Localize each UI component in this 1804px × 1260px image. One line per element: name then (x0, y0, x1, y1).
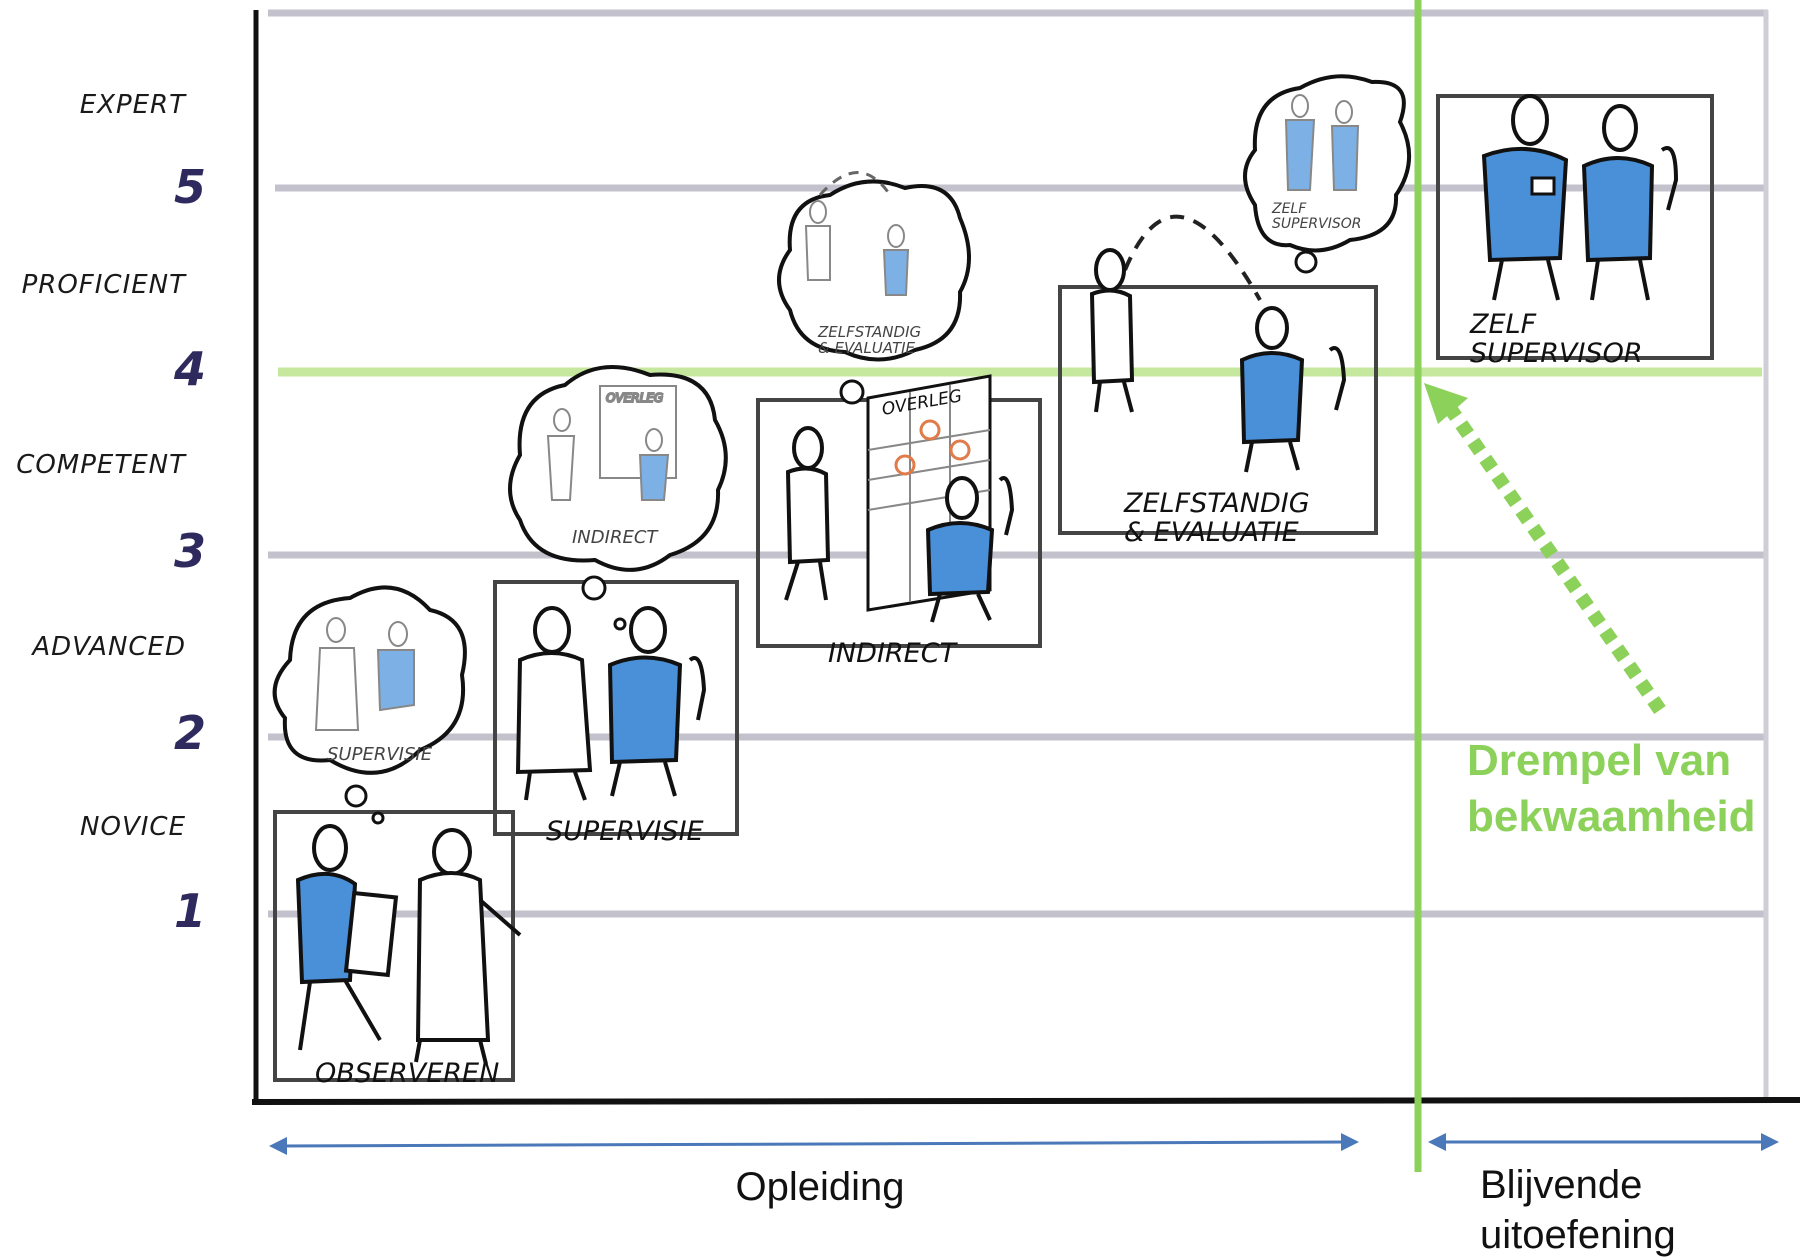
stage-caption-supervisie: SUPERVISIE (546, 816, 704, 847)
figure-blue-student-icon (925, 476, 1015, 623)
opleiding-arrow (269, 1133, 1359, 1155)
thought-caption-supervisie: SUPERVISIE (327, 744, 433, 765)
figure-supervisor-man-icon (1481, 94, 1569, 301)
level-label-advanced: ADVANCED (32, 632, 186, 662)
thought-cloud-supervisie: SUPERVISIE (272, 585, 467, 825)
stage-supervisie: SUPERVISIE (493, 580, 739, 847)
figure-doctor-icon (515, 606, 593, 801)
stage-caption-zelf-2: SUPERVISOR (1470, 338, 1643, 369)
thought-caption-zelfstandig-2: & EVALUATIE (818, 339, 916, 357)
blijvende-line2: uitoefening (1480, 1213, 1676, 1257)
threshold-label-line1: Drempel van (1467, 736, 1732, 785)
threshold-label-line2: bekwaamheid (1467, 792, 1756, 841)
stage-zelf-supervisor: ZELF SUPERVISOR (1436, 94, 1714, 369)
thought-board-label: OVERLEG (606, 391, 663, 405)
stage-caption-zelfstandig-2: & EVALUATIE (1124, 517, 1299, 548)
axes (251, 10, 1801, 1105)
blijvende-line1: Blijvende (1480, 1163, 1643, 1207)
figure-blue-phone-icon (1239, 306, 1347, 473)
thought-cloud-indirect: OVERLEG INDIRECT (508, 365, 728, 631)
level-label-novice: NOVICE (80, 812, 186, 842)
thought-caption-zelfstandig-1: ZELFSTANDIG (817, 323, 921, 341)
figure-observer-icon (295, 824, 399, 1051)
stage-caption-observeren: OBSERVEREN (315, 1058, 499, 1089)
figure-blue-student-icon (607, 606, 707, 797)
thought-caption-zelf-1: ZELF (1271, 201, 1307, 217)
figure-doctor-icon (414, 828, 522, 1065)
thought-caption-zelf-2: SUPERVISOR (1272, 216, 1362, 232)
level-number-5: 5 (173, 160, 206, 214)
figure-doctor-phone-icon (1089, 248, 1135, 413)
threshold-arrow (1424, 383, 1666, 714)
level-number-1: 1 (173, 884, 206, 938)
figure-supervisor-woman-icon (1581, 104, 1679, 301)
level-label-proficient: PROFICIENT (21, 270, 186, 300)
blijvende-uitoefening-label: Blijvende uitoefening (1480, 1160, 1700, 1260)
figure-walking-doctor-icon (784, 426, 831, 601)
level-number-2: 2 (173, 706, 206, 760)
thought-caption-indirect: INDIRECT (572, 527, 659, 548)
stage-caption-indirect: INDIRECT (828, 638, 959, 669)
level-label-expert: EXPERT (79, 90, 186, 120)
x-axis (251, 1097, 1801, 1105)
stage-zelfstandig: ZELFSTANDIG & EVALUATIE (1058, 214, 1378, 548)
stage-indirect: OVERLEG INDIRECT (756, 374, 1042, 669)
level-number-3: 3 (173, 524, 206, 578)
level-label-competent: COMPETENT (16, 450, 186, 480)
threshold-label: Drempel van bekwaamheid (1467, 733, 1756, 845)
stage-caption-zelf-1: ZELF (1469, 309, 1537, 340)
stage-caption-zelfstandig-1: ZELFSTANDIG (1123, 488, 1310, 519)
thought-cloud-zelf-supervisor: ZELF SUPERVISOR (1243, 74, 1411, 274)
level-number-4: 4 (173, 342, 206, 396)
opleiding-label: Opleiding (735, 1165, 905, 1209)
thought-cloud-zelfstandig: ZELFSTANDIG & EVALUATIE (777, 171, 971, 405)
stage-observeren: OBSERVEREN (273, 810, 522, 1089)
